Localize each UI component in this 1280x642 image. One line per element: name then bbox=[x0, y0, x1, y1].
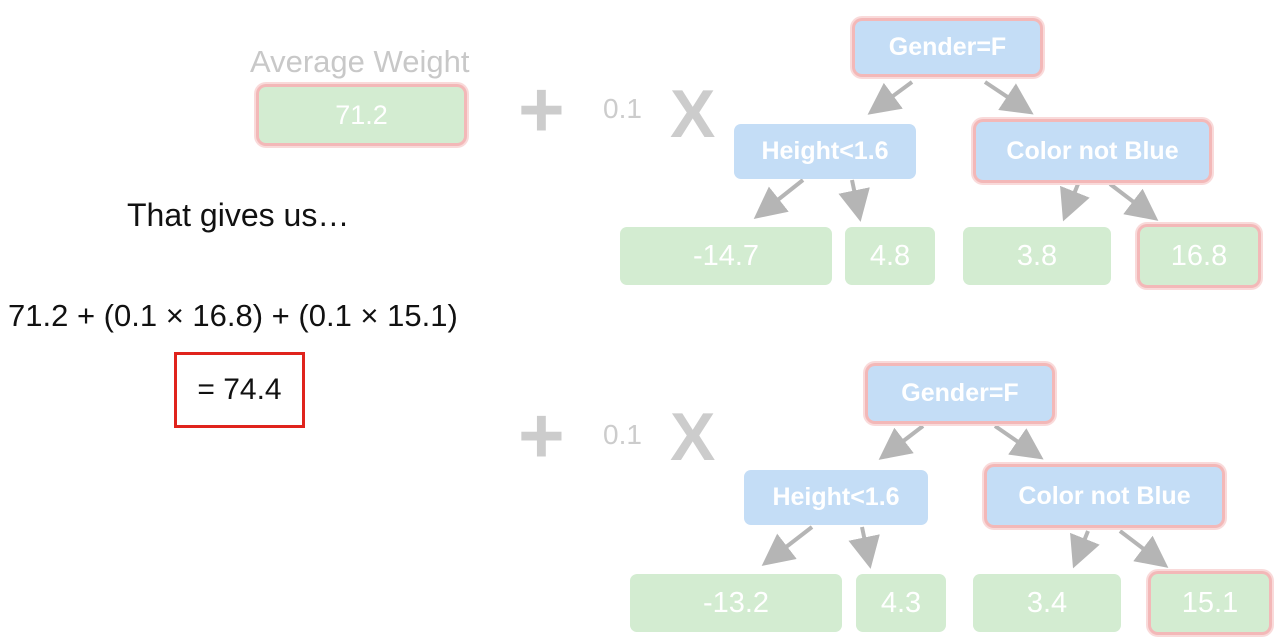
times-sign-2: X bbox=[670, 399, 716, 475]
tree2-color-node: Color not Blue bbox=[987, 467, 1222, 525]
plus-sign-1: + bbox=[518, 65, 565, 154]
tree2-arrow-l-r bbox=[848, 526, 880, 569]
caption-text: That gives us… bbox=[127, 197, 350, 233]
tree1-leaf-4: 16.8 bbox=[1140, 227, 1258, 285]
result-value: = 74.4 bbox=[197, 373, 282, 406]
tree2-leaf-4: 15.1 bbox=[1151, 574, 1269, 632]
equation-text: 71.2 + (0.1 × 16.8) + (0.1 × 15.1) bbox=[8, 298, 458, 333]
result-box: = 74.4 bbox=[174, 352, 305, 428]
tree2-leaf-1: -13.2 bbox=[630, 574, 842, 632]
tree1-color-node: Color not Blue bbox=[976, 122, 1209, 180]
average-weight-value: 71.2 bbox=[259, 87, 464, 143]
tree2-leaf-3: 3.4 bbox=[973, 574, 1121, 632]
tree2-leaf-2: 4.3 bbox=[856, 574, 946, 632]
tree1-root-node: Gender=F bbox=[855, 21, 1040, 74]
tree1-arrow-l-l bbox=[753, 178, 805, 219]
tree2-height-node: Height<1.6 bbox=[744, 470, 928, 525]
tree2-arrow-r-l bbox=[1070, 530, 1100, 569]
tree2-arrow-root-right bbox=[993, 424, 1044, 460]
learning-rate-1: 0.1 bbox=[603, 93, 642, 124]
tree2-root-node: Gender=F bbox=[868, 366, 1052, 421]
tree1-arrow-r-l bbox=[1060, 183, 1090, 222]
tree1-arrow-r-r bbox=[1108, 182, 1159, 221]
learning-rate-2: 0.1 bbox=[603, 419, 642, 450]
tree1-arrow-root-right bbox=[983, 80, 1034, 115]
tree1-arrow-l-r bbox=[838, 179, 870, 222]
tree1-leaf-3: 3.8 bbox=[963, 227, 1111, 285]
plus-sign-2: + bbox=[518, 391, 565, 480]
tree1-height-node: Height<1.6 bbox=[734, 124, 916, 179]
average-weight-title: Average Weight bbox=[250, 44, 470, 79]
tree2-arrow-root-left bbox=[878, 424, 925, 460]
tree1-leaf-2: 4.8 bbox=[845, 227, 935, 285]
tree1-leaf-1: -14.7 bbox=[620, 227, 832, 285]
times-sign-1: X bbox=[670, 76, 716, 152]
tree1-arrow-root-left bbox=[867, 80, 914, 115]
tree2-arrow-r-r bbox=[1118, 529, 1169, 568]
tree2-arrow-l-l bbox=[761, 525, 814, 566]
